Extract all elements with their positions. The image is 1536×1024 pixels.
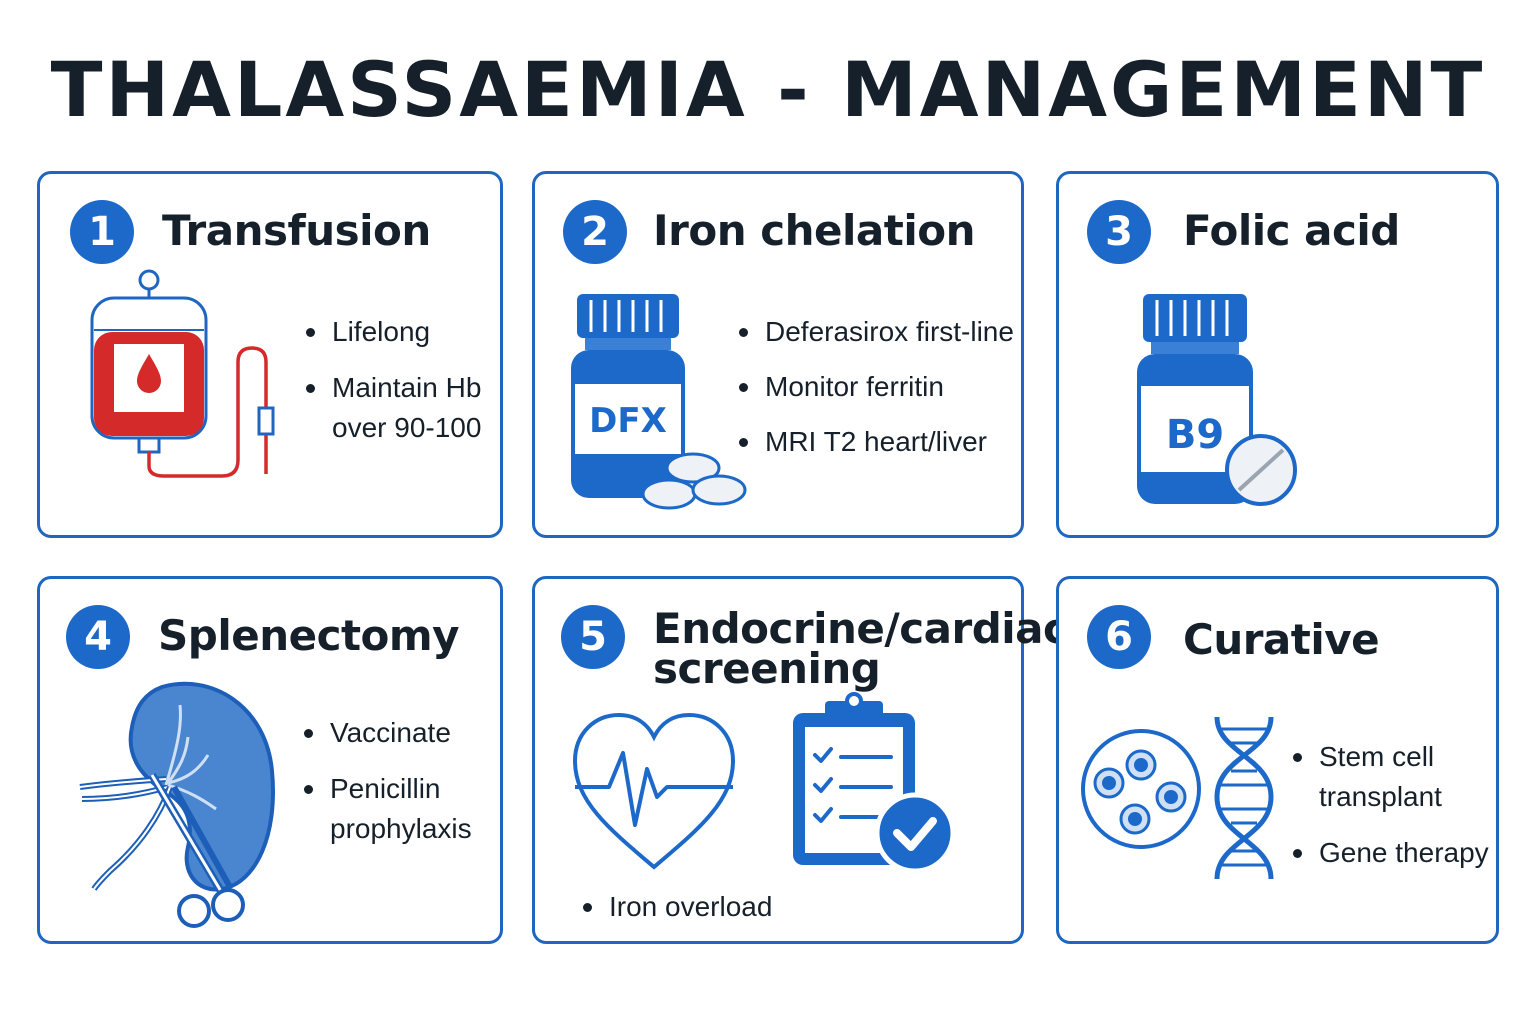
bullet-list: Vaccinate Penicillin prophylaxis [304,713,472,865]
card-title: Iron chelation [653,206,975,255]
card-title: Curative [1183,615,1380,664]
bottle-label: B9 [1166,412,1224,458]
pill-bottle-icon: DFX [571,294,747,510]
bullet-list: Deferasirox first-line Monitor ferritin … [739,312,1014,478]
bullet-text: Stem cell transplant [1319,741,1442,812]
stem-cell-dish-icon [1081,729,1201,849]
bottle-label: DFX [589,401,667,441]
bullet-item: Penicillin prophylaxis [304,769,472,849]
step-number-badge: 3 [1087,200,1151,264]
card-iron-chelation: 2 Iron chelation DFX Deferasirox first-l… [532,171,1024,538]
bullet-text: Deferasirox first-line [765,316,1014,347]
card-curative: 6 Curative Stem cell transplant Gene the… [1056,576,1499,944]
bullet-list: Lifelong Maintain Hb over 90-100 [306,312,481,464]
card-transfusion: 1 Transfusion Lifelong Maintain Hb over … [37,171,503,538]
bullet-text: MRI T2 heart/liver [765,426,987,457]
bullet-text: Lifelong [332,316,431,347]
clipboard-checklist-icon [793,692,956,874]
step-number-badge: 5 [561,605,625,669]
step-number-badge: 1 [70,200,134,264]
bullet-item: Monitor ferritin [739,367,1014,407]
card-endocrine-cardiac-screening: 5 Endocrine/cardiac screening Iron overl… [532,576,1068,944]
card-title: Folic acid [1183,206,1400,255]
card-title: Transfusion [162,206,431,255]
step-number-badge: 2 [563,200,627,264]
card-title: Endocrine/cardiac screening [653,604,1068,693]
dna-helix-icon [1214,716,1274,880]
bullet-text: Monitor ferritin [765,371,944,402]
card-folic-acid: 3 Folic acid B9 [1056,171,1499,538]
step-number-badge: 4 [66,605,130,669]
bullet-list: Iron overload [583,887,772,927]
bullet-text: Vaccinate [330,717,451,748]
vitamin-bottle-icon: B9 [1137,294,1297,506]
bullet-text: Maintain Hb over 90-100 [332,372,482,443]
bullet-item: Iron overload [583,887,772,927]
bullet-item: Gene therapy [1293,833,1489,873]
step-number-badge: 6 [1087,605,1151,669]
card-splenectomy: 4 Splenectomy Vaccinate Penicillin proph… [37,576,503,944]
bullet-item: Lifelong [306,312,481,352]
bullet-item: MRI T2 heart/liver [739,422,1014,462]
bullet-item: Stem cell transplant [1293,737,1489,817]
card-title: Splenectomy [158,611,460,660]
heart-monitor-icon [572,712,736,870]
bullet-text: Iron overload [609,891,773,922]
spleen-icon [79,681,275,928]
bullet-item: Maintain Hb over 90-100 [306,368,481,448]
blood-bag-icon [90,269,275,478]
bullet-list: Stem cell transplant Gene therapy [1293,737,1489,889]
bullet-text: Penicillin prophylaxis [330,773,472,844]
bullet-item: Vaccinate [304,713,472,753]
bullet-text: Gene therapy [1319,837,1489,868]
page-title: THALASSAEMIA - MANAGEMENT [50,45,1486,134]
bullet-item: Deferasirox first-line [739,312,1014,352]
